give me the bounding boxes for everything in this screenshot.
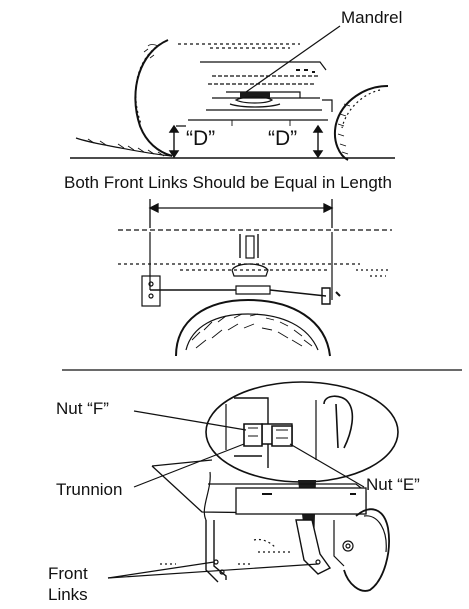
nut-f-label: Nut “F” [56,399,109,418]
equal-length-arrow [148,199,334,228]
nut-e-label: Nut “E” [366,475,420,494]
dimension-label-left: “D” [186,127,216,150]
trunnion-leader-line [133,443,245,488]
equal-length-caption: Both Front Links Should be Equal in Leng… [64,173,392,192]
deck-body [176,43,333,127]
nut-f-leader-line [133,410,247,431]
nut-e-leader-line [289,443,365,488]
deck-frame [151,459,390,592]
panel-trunnion-detail [107,381,399,592]
front-tire [175,298,331,357]
front-links-label-line2: Links [48,585,88,604]
right-wheel [334,85,389,161]
nut-f-shape [243,423,263,447]
mandrel-label: Mandrel [341,8,403,27]
front-links-label-line1: Front [48,564,88,583]
panel-front-links-equal [118,199,392,357]
front-links-leader-b [107,563,319,579]
trunnion-label: Trunnion [56,480,123,499]
dimension-arrows [168,124,324,159]
left-wheel [75,39,173,157]
panel-deck-height [70,25,395,161]
detail-ellipse [205,381,399,483]
nut-e-shape [271,425,293,447]
front-links-leader-a [107,561,215,579]
mandrel-leader-line [245,25,341,93]
dimension-label-right: “D” [268,127,298,150]
